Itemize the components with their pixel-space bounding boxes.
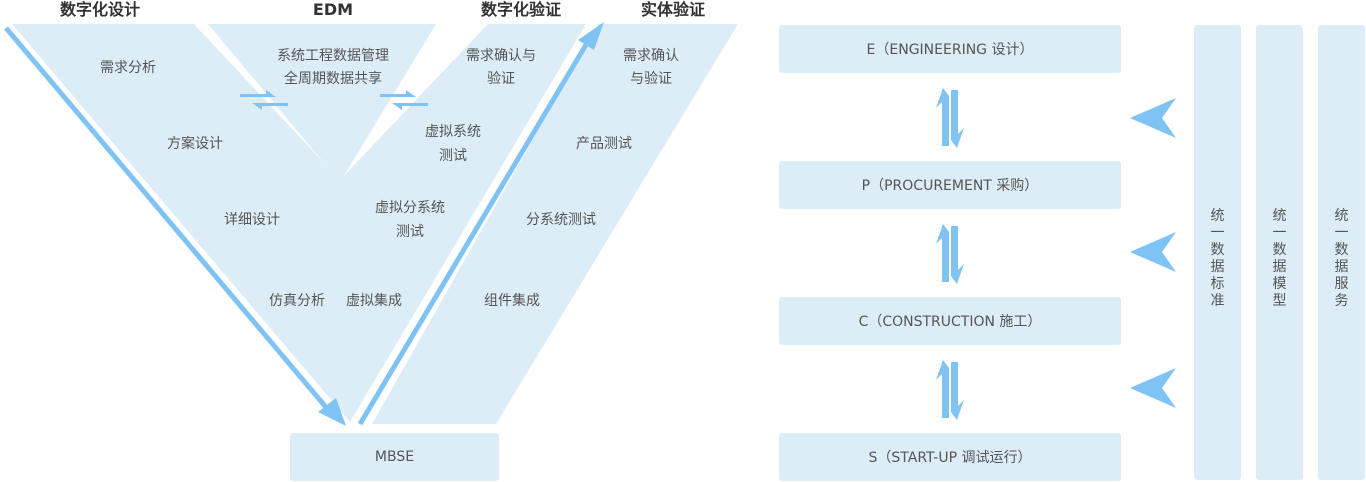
verify-step: 虚拟系统 bbox=[425, 124, 481, 140]
design-step: 需求分析 bbox=[100, 60, 156, 76]
chevron-left-arrow-icon bbox=[1130, 232, 1176, 272]
stage-construction: C（CONSTRUCTION 施工） bbox=[779, 297, 1121, 345]
verify-step: 虚拟分系统 bbox=[375, 200, 445, 216]
edm-line: 系统工程数据管理 bbox=[277, 48, 389, 64]
header-digital-verify: 数字化验证 bbox=[481, 0, 561, 19]
bidirectional-arrow-icon bbox=[936, 88, 964, 148]
bidirectional-arrow-icon bbox=[936, 224, 964, 284]
exchange-arrow-right bbox=[380, 90, 428, 110]
design-flow-line bbox=[4, 26, 332, 414]
verify-step: 测试 bbox=[439, 148, 467, 164]
stage-startup: S（START-UP 调试运行） bbox=[779, 433, 1121, 481]
header-physical-verify: 实体验证 bbox=[641, 0, 705, 19]
verify-step: 需求确认与 bbox=[466, 48, 536, 64]
design-flow-arrowhead bbox=[318, 398, 346, 426]
header-edm: EDM bbox=[313, 0, 353, 19]
verify-step: 虚拟集成 bbox=[346, 292, 402, 309]
verify-step: 验证 bbox=[487, 71, 515, 87]
column-data-standard: 统一数据标准 bbox=[1194, 25, 1241, 480]
verify-flow-line bbox=[357, 36, 593, 426]
column-label: 统一数据服务 bbox=[1334, 208, 1349, 309]
verify-step: 测试 bbox=[396, 224, 424, 240]
v-model-diagram: 数字化设计 EDM 数字化验证 实体验证 需求分析 方案设计 详细设计 仿真分析… bbox=[4, 0, 738, 426]
stage-engineering: E（ENGINEERING 设计） bbox=[779, 25, 1121, 73]
verify-flow-arrowhead bbox=[578, 22, 604, 50]
column-label: 统一数据标准 bbox=[1210, 208, 1225, 309]
physical-step: 组件集成 bbox=[484, 292, 540, 309]
mbse-box: MBSE bbox=[290, 433, 499, 481]
header-digital-design: 数字化设计 bbox=[60, 0, 140, 19]
chevron-left-arrow-icon bbox=[1130, 368, 1176, 408]
design-step: 方案设计 bbox=[167, 135, 223, 152]
physical-step: 与验证 bbox=[630, 71, 672, 87]
physical-step: 分系统测试 bbox=[526, 212, 596, 228]
edm-line: 全周期数据共享 bbox=[284, 70, 382, 87]
bidirectional-arrow-icon bbox=[936, 360, 964, 420]
exchange-arrow-left bbox=[240, 90, 288, 110]
design-wing bbox=[12, 24, 586, 422]
physical-wing bbox=[372, 24, 738, 424]
column-label: 统一数据模型 bbox=[1272, 208, 1287, 309]
stage-procurement: P（PROCUREMENT 采购） bbox=[779, 161, 1121, 209]
physical-step: 产品测试 bbox=[576, 136, 632, 152]
edm-band bbox=[208, 24, 436, 182]
chevron-left-arrow-icon bbox=[1130, 98, 1176, 138]
column-data-model: 统一数据模型 bbox=[1256, 25, 1303, 480]
column-data-service: 统一数据服务 bbox=[1318, 25, 1365, 480]
design-step: 详细设计 bbox=[224, 212, 280, 228]
physical-step: 需求确认 bbox=[623, 48, 679, 64]
design-step: 仿真分析 bbox=[269, 293, 325, 309]
